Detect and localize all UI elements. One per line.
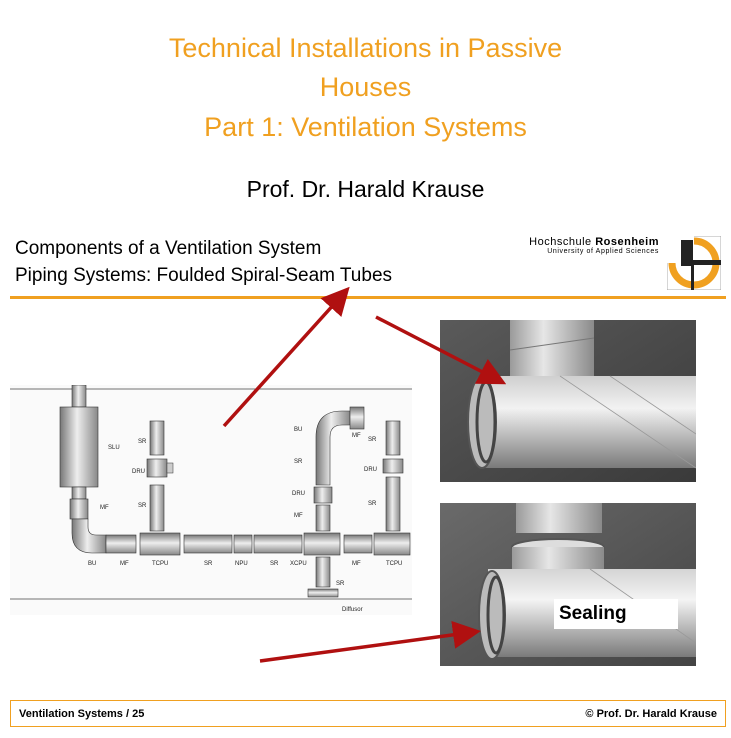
logo-text: Hochschule Rosenheim University of Appli… xyxy=(529,236,659,255)
title-line-3: Part 1: Ventilation Systems xyxy=(204,112,527,142)
label-mf-3: MF xyxy=(352,561,361,567)
author: Prof. Dr. Harald Krause xyxy=(246,176,485,202)
logo-name: Hochschule Rosenheim xyxy=(529,236,659,248)
header-rule xyxy=(10,296,726,299)
label-sr-6: SR xyxy=(368,437,377,443)
label-sr-2: SR xyxy=(270,561,279,567)
label-npu: NPU xyxy=(235,561,248,567)
logo-tagline: University of Applied Sciences xyxy=(547,248,659,255)
label-mf-5: MF xyxy=(294,513,303,519)
tee-photo-bottom xyxy=(440,503,696,666)
tee-photo-top xyxy=(440,320,696,482)
label-tcpu-1: TCPU xyxy=(152,561,168,567)
title-line-1: Technical Installations in Passive xyxy=(168,33,563,63)
label-dru-2: DRU xyxy=(292,491,305,497)
footer: Ventilation Systems / 25 © Prof. Dr. Har… xyxy=(10,700,726,727)
label-sr-3: SR xyxy=(138,439,147,445)
label-sr-7: SR xyxy=(368,501,377,507)
label-mf-1: MF xyxy=(100,505,109,511)
rosenheim-logo-icon xyxy=(667,236,721,290)
piping-diagram: SLU MF BU MF TCPU SR NPU SR XCPU MF TCPU… xyxy=(10,385,412,615)
label-slu: SLU xyxy=(108,445,120,451)
footer-right: © Prof. Dr. Harald Krause xyxy=(585,708,717,720)
subtitle-line-2: Piping Systems: Foulded Spiral-Seam Tube… xyxy=(15,265,393,286)
label-sr-1: SR xyxy=(204,561,213,567)
label-mf-2: MF xyxy=(120,561,129,567)
label-bu-2: BU xyxy=(294,427,302,433)
label-dru-1: DRU xyxy=(132,469,145,475)
sealing-label: Sealing xyxy=(554,599,678,629)
label-mf-4: MF xyxy=(352,433,361,439)
label-dru-3: DRU xyxy=(364,467,377,473)
footer-left: Ventilation Systems / 25 xyxy=(19,708,145,720)
label-tcpu-2: TCPU xyxy=(386,561,402,567)
label-xcpu: XCPU xyxy=(290,561,307,567)
title-line-2: Houses xyxy=(319,72,412,102)
label-bu-1: BU xyxy=(88,561,96,567)
label-sr-4: SR xyxy=(138,503,147,509)
label-diffusor: Diffusor xyxy=(342,607,363,613)
label-sr-5: SR xyxy=(294,459,303,465)
subtitle-line-1: Components of a Ventilation System xyxy=(15,238,322,259)
label-sr-8: SR xyxy=(336,581,345,587)
